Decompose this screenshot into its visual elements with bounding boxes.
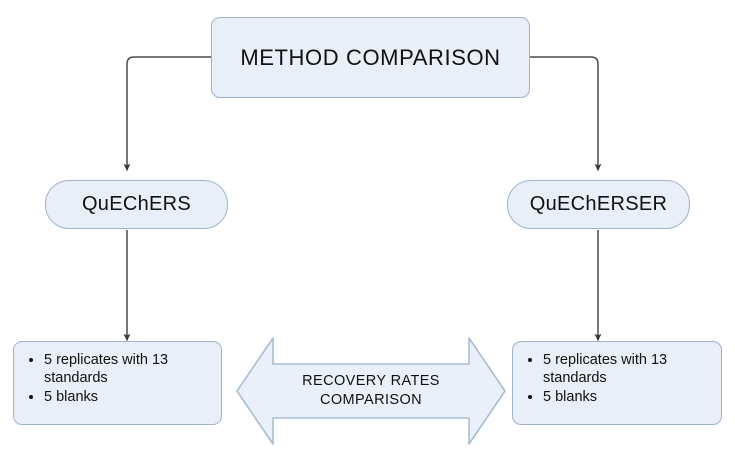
connector-method-to-quechers xyxy=(123,56,211,172)
double-arrow-icon xyxy=(236,337,506,445)
list-item: 5 replicates with 13 standards xyxy=(543,351,713,387)
quechers-label: QuEChERS xyxy=(81,193,192,215)
recovery-rates-comparison-label: RECOVERY RATES COMPARISON xyxy=(302,373,440,408)
method-comparison-node: METHOD COMPARISON xyxy=(211,17,530,98)
list-item: 5 blanks xyxy=(44,388,213,406)
list-item: 5 replicates with 13 standards xyxy=(44,351,213,387)
quechers-details-list: 5 replicates with 13 standards 5 blanks xyxy=(18,351,213,406)
connector-method-to-quecherser xyxy=(530,56,602,172)
list-item: 5 blanks xyxy=(543,388,713,406)
quechers-node: QuEChERS xyxy=(45,180,228,229)
quecherser-label: QuEChERSER xyxy=(529,193,668,215)
quecherser-details-list: 5 replicates with 13 standards 5 blanks xyxy=(517,351,713,406)
method-comparison-label: METHOD COMPARISON xyxy=(240,44,501,70)
quecherser-node: QuEChERSER xyxy=(507,180,690,229)
quecherser-details-box: 5 replicates with 13 standards 5 blanks xyxy=(512,341,722,425)
quechers-details-box: 5 replicates with 13 standards 5 blanks xyxy=(13,341,222,425)
recovery-rates-comparison-arrow: RECOVERY RATES COMPARISON xyxy=(234,334,508,448)
